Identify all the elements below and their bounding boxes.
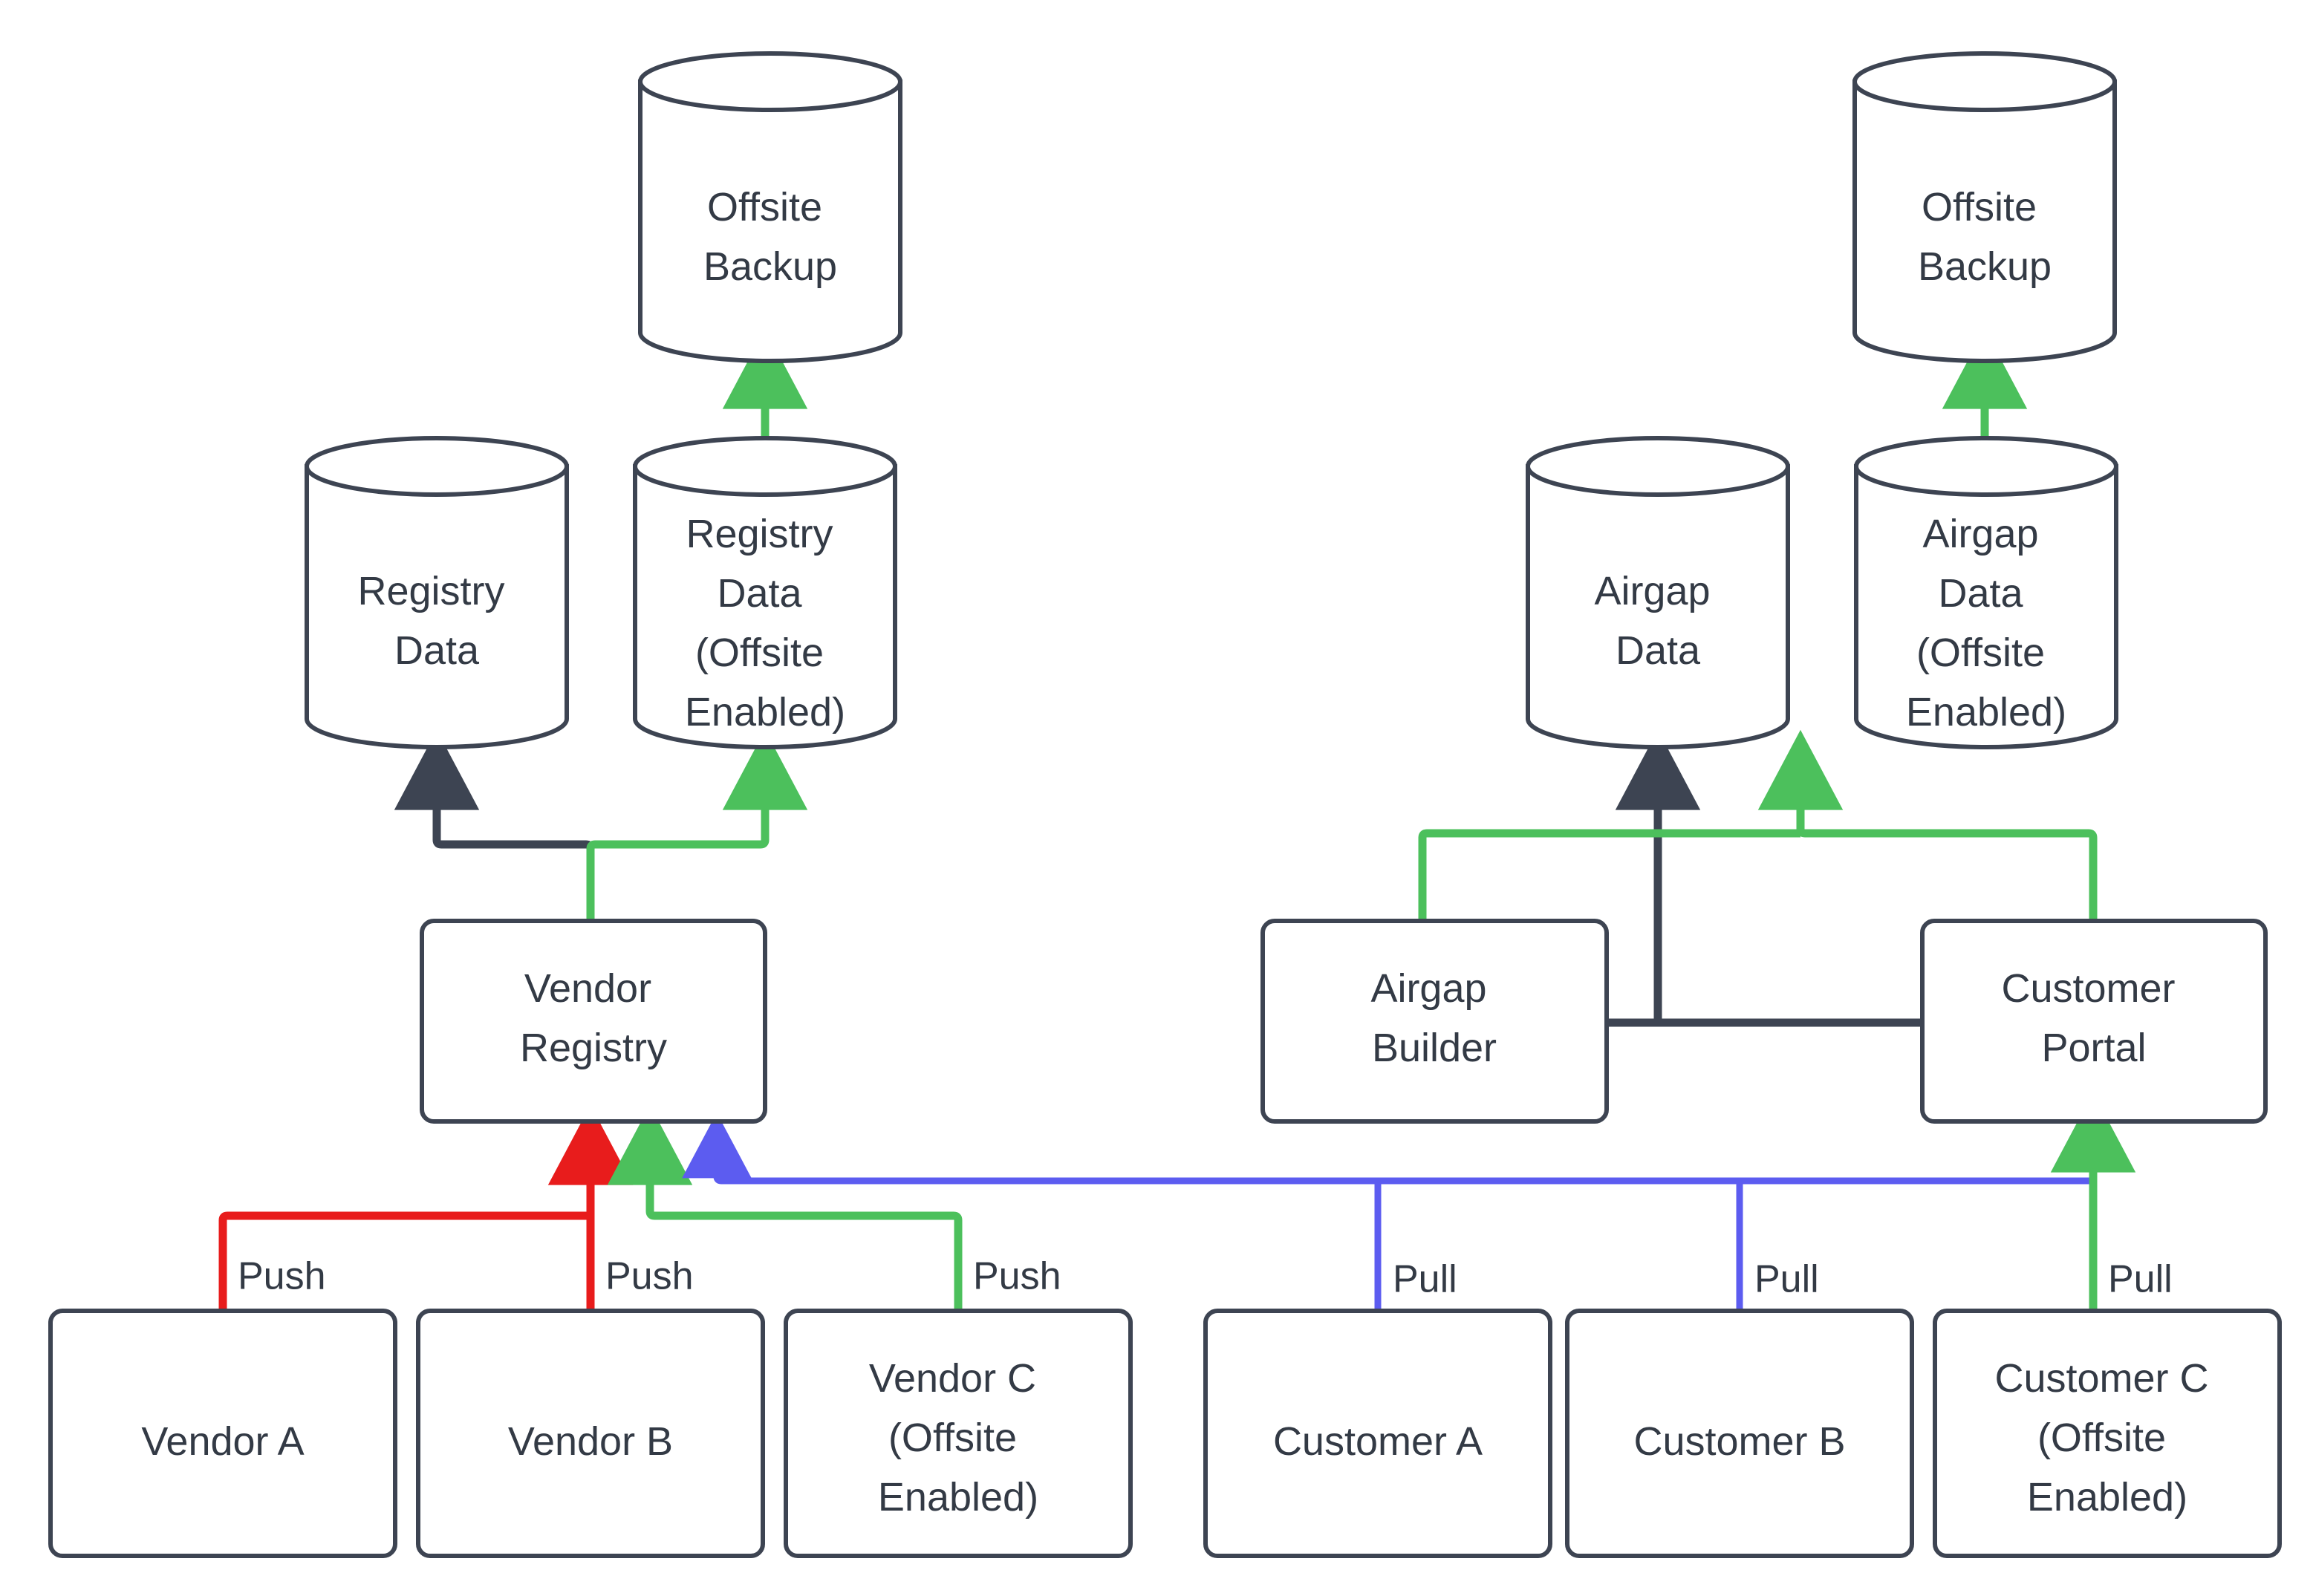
- node-label-registry-data-offsite: Registry Data (Offsite Enabled): [685, 512, 845, 735]
- node-label-vendor-registry: Vendor Registry: [520, 966, 667, 1070]
- node-label-customer-a: Customer A: [1273, 1419, 1483, 1464]
- node-registry-data-offsite[interactable]: Registry Data (Offsite Enabled): [633, 436, 897, 749]
- node-customer-b[interactable]: Customer B: [1565, 1309, 1914, 1558]
- edge-label-push-vendor-b: Push: [605, 1255, 694, 1298]
- node-label-vendor-c: Vendor C (Offsite Enabled): [869, 1356, 1047, 1520]
- node-label-airgap-data: Airgap Data: [1594, 569, 1721, 673]
- node-label-customer-portal: Customer Portal: [2001, 966, 2186, 1070]
- node-airgap-builder[interactable]: Airgap Builder: [1260, 919, 1609, 1124]
- node-vendor-a[interactable]: Vendor A: [48, 1309, 397, 1558]
- node-airgap-data[interactable]: Airgap Data: [1526, 436, 1790, 749]
- node-vendor-b[interactable]: Vendor B: [416, 1309, 765, 1558]
- edge-label-pull-customer-b: Pull: [1754, 1258, 1819, 1301]
- edge-label-push-vendor-a: Push: [238, 1255, 326, 1298]
- edge-vendor-registry-to-registry-data-offsite: [586, 729, 808, 921]
- node-airgap-data-offsite[interactable]: Airgap Data (Offsite Enabled): [1854, 436, 2118, 749]
- node-customer-c[interactable]: Customer C (Offsite Enabled): [1933, 1309, 2282, 1558]
- node-offsite-backup-right[interactable]: Offsite Backup: [1852, 51, 2117, 363]
- node-customer-a[interactable]: Customer A: [1203, 1309, 1552, 1558]
- node-vendor-c[interactable]: Vendor C (Offsite Enabled): [784, 1309, 1133, 1558]
- node-label-offsite-backup-right: Offsite Backup: [1918, 185, 2052, 289]
- edge-customer-portal-to-airgap-builder-green: [1418, 829, 1800, 921]
- edge-vendor-registry-to-registry-data: [394, 729, 595, 921]
- node-offsite-backup-left[interactable]: Offsite Backup: [638, 51, 902, 363]
- edge-customer-portal-to-airgap-builder: [1607, 729, 1922, 1027]
- node-label-registry-data: Registry Data: [357, 569, 515, 673]
- node-vendor-registry[interactable]: Vendor Registry: [420, 919, 767, 1124]
- edge-label-push-vendor-c: Push: [973, 1255, 1061, 1298]
- node-label-offsite-backup-left: Offsite Backup: [703, 185, 837, 289]
- node-label-vendor-b: Vendor B: [508, 1419, 673, 1464]
- node-customer-portal[interactable]: Customer Portal: [1920, 919, 2268, 1124]
- edge-pull-bus-to-vendor-registry: [682, 1113, 2093, 1185]
- node-registry-data[interactable]: Registry Data: [305, 436, 569, 749]
- edge-label-pull-customer-c: Pull: [2108, 1258, 2173, 1301]
- edge-customer-portal-to-airgap-data-offsite: [1757, 729, 2098, 921]
- node-label-airgap-data-offsite: Airgap Data (Offsite Enabled): [1906, 512, 2066, 735]
- edge-vendor-a-push: [218, 1211, 591, 1311]
- node-label-customer-c: Customer C (Offsite Enabled): [1994, 1356, 2219, 1520]
- node-label-airgap-builder: Airgap Builder: [1370, 966, 1497, 1070]
- node-label-vendor-a: Vendor A: [141, 1419, 304, 1464]
- node-label-customer-b: Customer B: [1633, 1419, 1845, 1464]
- edge-vendor-c-push: [607, 1104, 963, 1311]
- edge-label-pull-customer-a: Pull: [1393, 1258, 1457, 1301]
